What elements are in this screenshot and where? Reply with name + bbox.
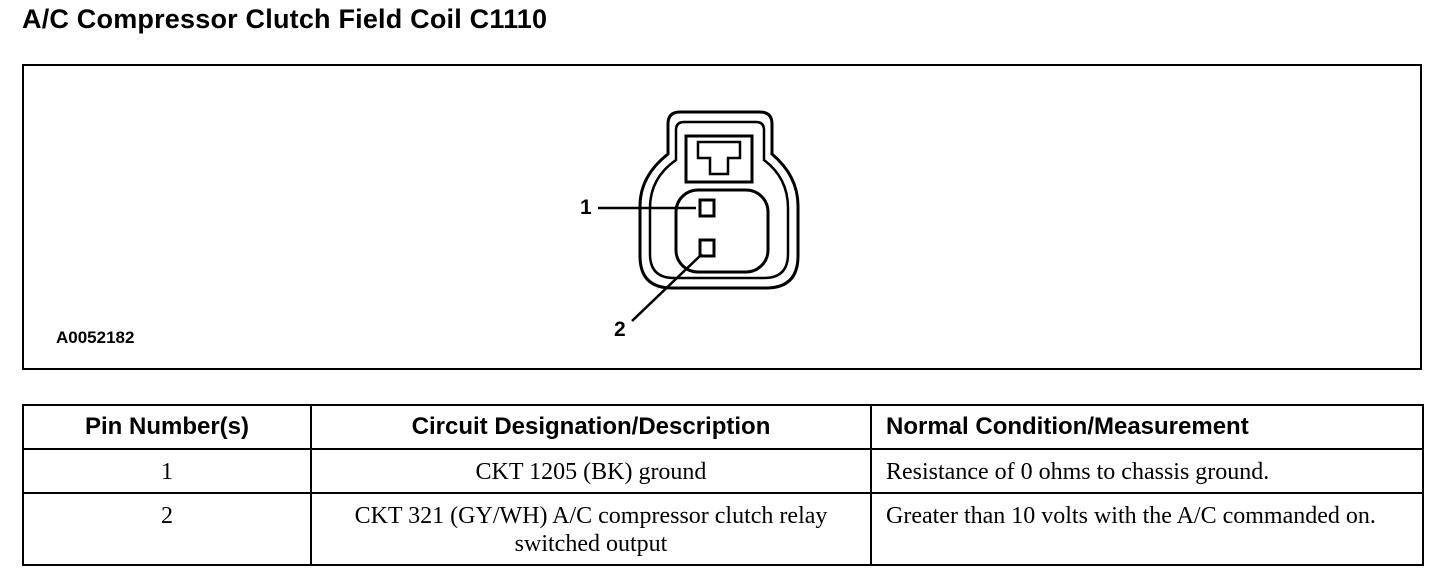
connector-face-drawing	[598, 110, 800, 322]
pin-2-terminal	[698, 238, 716, 258]
pin-1-callout: 1	[580, 196, 592, 219]
header-normal-condition: Normal Condition/Measurement	[870, 404, 1424, 450]
table-header-row: Pin Number(s) Circuit Designation/Descri…	[22, 404, 1424, 450]
header-circuit-designation: Circuit Designation/Description	[310, 404, 872, 450]
connector-outer-housing	[638, 110, 800, 290]
pin-2-callout: 2	[614, 318, 626, 341]
pin-1-terminal	[698, 198, 716, 218]
cell-pin: 1	[22, 448, 312, 494]
figure-id: A0052182	[56, 328, 135, 347]
table-row: 1 CKT 1205 (BK) ground Resistance of 0 o…	[22, 448, 1424, 494]
pin-table: Pin Number(s) Circuit Designation/Descri…	[22, 404, 1424, 566]
connector-diagram-panel: 1 2 A0052182	[22, 64, 1422, 370]
header-pin-numbers: Pin Number(s)	[22, 404, 312, 450]
locking-tab-icon	[684, 134, 754, 184]
cell-normal: Resistance of 0 ohms to chassis ground.	[870, 448, 1424, 494]
cell-normal: Greater than 10 volts with the A/C comma…	[870, 492, 1424, 566]
cell-circuit: CKT 1205 (BK) ground	[310, 448, 872, 494]
cell-pin: 2	[22, 492, 312, 566]
pin-cavity-body	[674, 188, 770, 274]
page-title: A/C Compressor Clutch Field Coil C1110	[22, 4, 548, 34]
cell-circuit: CKT 321 (GY/WH) A/C compressor clutch re…	[310, 492, 872, 566]
pin-2-leader-line	[631, 253, 703, 322]
table-row: 2 CKT 321 (GY/WH) A/C compressor clutch …	[22, 492, 1424, 566]
